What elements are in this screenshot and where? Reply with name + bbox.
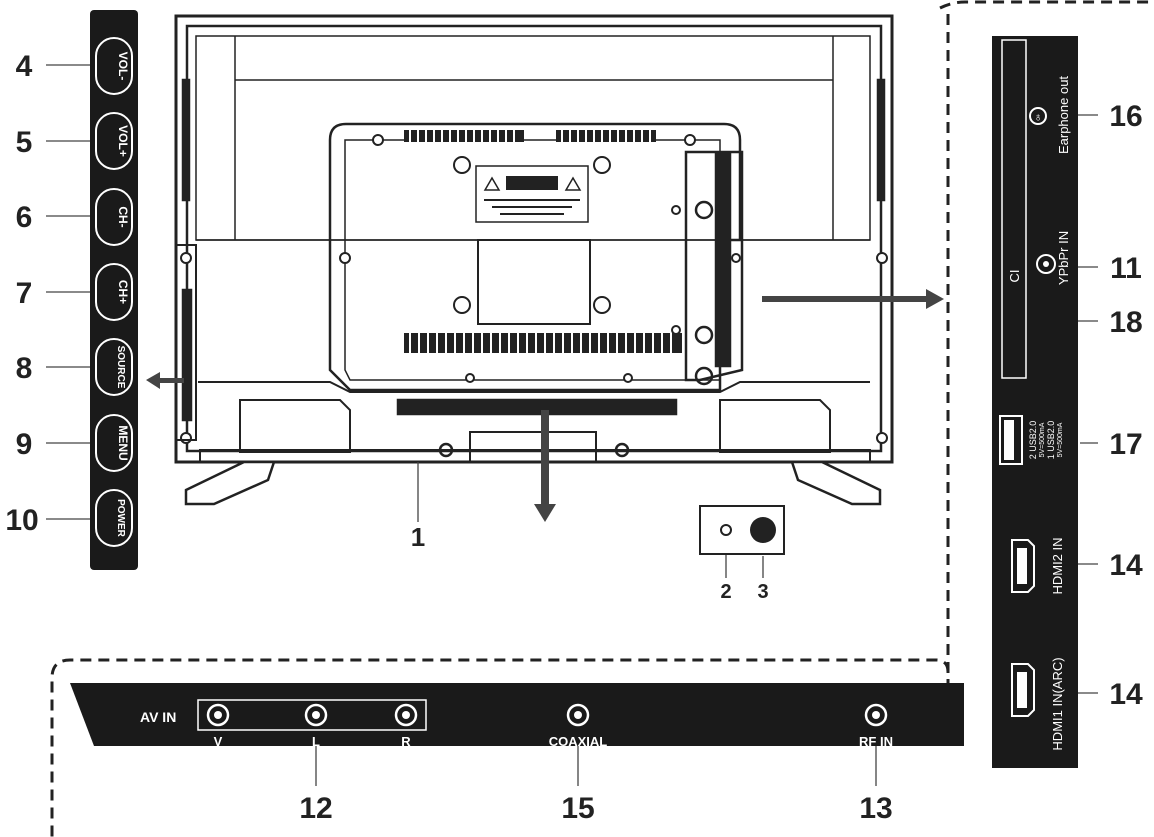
- av-r-label: R: [401, 734, 411, 749]
- ypbpr-jack[interactable]: [1036, 254, 1056, 274]
- vol-plus-label: VOL+: [116, 125, 130, 157]
- arrows: [146, 289, 944, 522]
- hdmi2-label: HDMI2 IN: [1050, 537, 1065, 594]
- callout-4: 4: [16, 50, 33, 83]
- ch-minus-label: CH-: [116, 206, 130, 227]
- callout-18: 18: [1109, 306, 1142, 339]
- hdmi1-port[interactable]: [1011, 663, 1035, 717]
- right-callouts: 16 11 18 17 14 14: [1109, 100, 1143, 711]
- ci-label: CI: [1007, 270, 1022, 283]
- earphone-label: Earphone out: [1056, 76, 1071, 154]
- av-in-label: AV IN: [140, 709, 176, 725]
- callout-16: 16: [1109, 100, 1142, 133]
- callout-1: 1: [411, 522, 425, 552]
- bottom-port-panel: AV IN V L R COAXIAL RF IN: [70, 683, 964, 749]
- rf-in-jack[interactable]: [864, 703, 888, 727]
- source-label: SOURCE: [115, 346, 126, 389]
- screws: [180, 134, 888, 444]
- callout-10: 10: [5, 504, 38, 537]
- av-right-jack[interactable]: [394, 703, 418, 727]
- av-left-jack[interactable]: [304, 703, 328, 727]
- callout-lines: [46, 64, 1098, 786]
- callout-15: 15: [561, 792, 594, 825]
- menu-label: MENU: [116, 425, 130, 460]
- callout-17: 17: [1109, 428, 1142, 461]
- vol-plus-button[interactable]: VOL+: [95, 112, 133, 170]
- callout-6: 6: [16, 201, 33, 234]
- left-callouts: 4 5 6 7 8 9 10: [5, 50, 38, 537]
- tv-body: [174, 14, 894, 464]
- ci-slot[interactable]: [1001, 39, 1027, 379]
- rf-in-label: RF IN: [859, 734, 893, 749]
- coaxial-label: COAXIAL: [549, 734, 608, 749]
- stand-feet: [184, 460, 882, 506]
- headphone-icon: ♁: [1034, 110, 1043, 124]
- av-l-label: L: [312, 734, 320, 749]
- side-button-panel: VOL- VOL+ CH- CH+ SOURCE MENU POWER: [90, 10, 138, 570]
- callout-14-top: 14: [1109, 549, 1143, 582]
- hdmi1-label: HDMI1 IN(ARC): [1050, 657, 1065, 750]
- top-vent-right: [556, 130, 656, 142]
- av-video-jack[interactable]: [206, 703, 230, 727]
- callout-2: 2: [720, 581, 731, 603]
- vol-minus-button[interactable]: VOL-: [95, 37, 133, 95]
- usb2-label: 2 USB2.0: [1028, 421, 1038, 460]
- warning-label: [483, 176, 582, 215]
- callout-14-bottom: 14: [1109, 678, 1143, 711]
- callout-12: 12: [299, 792, 332, 825]
- callout-11: 11: [1110, 252, 1142, 285]
- ir-power-inset: [699, 505, 785, 555]
- av-v-label: V: [214, 734, 223, 749]
- led-indicator: [720, 524, 732, 536]
- vol-minus-label: VOL-: [116, 52, 130, 81]
- usb2-spec: 5V=500mA: [1039, 422, 1046, 457]
- dashed-outline: [50, 0, 1154, 837]
- menu-button[interactable]: MENU: [95, 414, 133, 472]
- av-in-group: [197, 699, 427, 731]
- power-button[interactable]: POWER: [95, 489, 133, 547]
- usb1-spec: 5V=500mA: [1057, 422, 1064, 457]
- earphone-jack[interactable]: ♁: [1029, 107, 1047, 125]
- ch-plus-label: CH+: [116, 280, 130, 304]
- side-port-panel: CI ♁ Earphone out YPbPr IN 2 USB2.0 5V=5…: [992, 36, 1078, 768]
- usb1-label: 1 USB2.0: [1046, 421, 1056, 460]
- rating-label: [475, 165, 589, 223]
- ch-plus-button[interactable]: CH+: [95, 263, 133, 321]
- usb-port[interactable]: [999, 415, 1023, 465]
- ch-minus-button[interactable]: CH-: [95, 188, 133, 246]
- source-button[interactable]: SOURCE: [95, 338, 133, 396]
- callout-3: 3: [757, 581, 768, 603]
- power-label: POWER: [115, 499, 126, 538]
- callout-13: 13: [859, 792, 892, 825]
- ir-sensor: [750, 517, 776, 543]
- callout-9: 9: [16, 428, 33, 461]
- bottom-callouts: 12 15 13: [299, 792, 892, 825]
- callout-7: 7: [16, 277, 33, 310]
- callout-5: 5: [16, 126, 33, 159]
- callout-8: 8: [16, 352, 33, 385]
- hdmi2-port[interactable]: [1011, 539, 1035, 593]
- ypbpr-label: YPbPr IN: [1056, 231, 1071, 285]
- coaxial-jack[interactable]: [566, 703, 590, 727]
